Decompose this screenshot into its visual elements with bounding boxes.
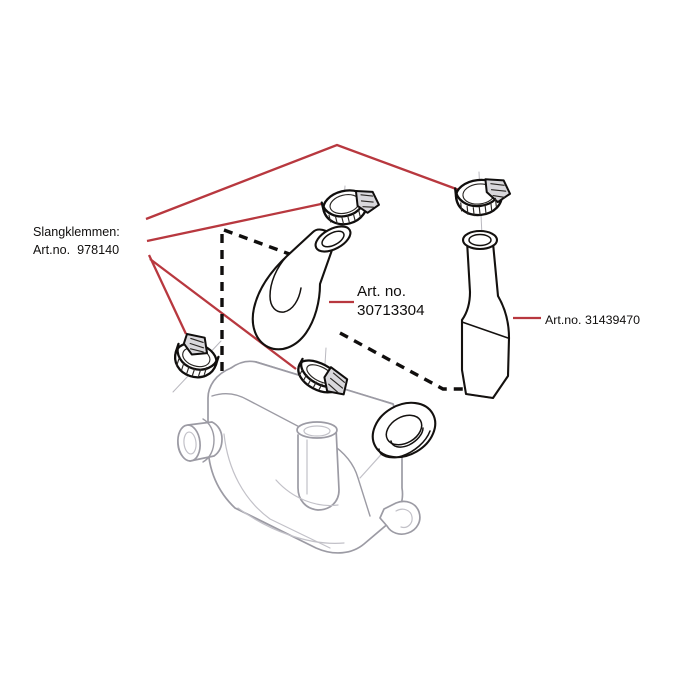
tank-filler-neck-body <box>297 427 340 511</box>
bent-hose-body <box>460 239 511 400</box>
leader-line-to-left-clamp <box>147 254 188 335</box>
seal-ring-thickness <box>378 430 431 459</box>
bent-hose-open-end-bore <box>468 233 492 247</box>
u-hose-label-line2: 30713304 <box>357 302 425 319</box>
tank-left-port-bore <box>183 431 197 455</box>
leader-line-to-right-clamp <box>145 143 460 221</box>
clamp-top-screw-slot <box>360 194 374 208</box>
tank-left-port <box>177 418 223 463</box>
clamps-label-line2: Art.no. 978140 <box>33 243 119 257</box>
tank-mounting-tab <box>379 500 421 536</box>
hose-clamp-right <box>454 178 512 217</box>
clamp-tank-serrations <box>298 369 323 390</box>
bent-hose-bottom-edge <box>465 393 494 399</box>
hose-clamp-top <box>320 189 380 226</box>
bent-hose-label: Art.no. 31439470 <box>545 313 640 327</box>
u-hose-label-line1: Art. no. <box>357 283 406 300</box>
tank-left-port-flange <box>202 418 215 463</box>
bent-hose-open-end <box>461 229 499 251</box>
seal-ring-inner <box>385 414 423 446</box>
seal-ring <box>371 401 437 459</box>
clamp-top-serrations <box>328 209 361 225</box>
clamp-left-band-wall <box>174 342 220 379</box>
bent-hose-kink <box>461 321 509 339</box>
clamp-left-screw-slot <box>189 337 205 353</box>
u-hose-inner-arc <box>269 255 302 313</box>
u-hose-open-end <box>314 225 352 253</box>
tank-baffle-hint <box>275 479 339 507</box>
clamp-left-screw-housing <box>182 333 209 356</box>
clamp-left-serrations <box>176 358 208 377</box>
seal-ring-outer <box>371 401 437 459</box>
clamp-right-serrations <box>460 197 497 217</box>
labels-group: Slangklemmen: Art.no. 978140 Art. no. 30… <box>33 225 640 327</box>
expansion-tank <box>177 360 421 554</box>
assembly-line-to-bent-hose <box>339 331 463 391</box>
clamp-tank-screw-slot <box>328 372 345 394</box>
hose-clamp-left <box>174 333 220 379</box>
leader-line-to-top-clamp <box>146 202 322 243</box>
seal-ring-inner-thickness <box>390 427 424 448</box>
leader-lines-group <box>145 143 541 370</box>
clamp-right-screw-slot <box>490 183 507 198</box>
coolant-hose-u-bend <box>251 225 352 351</box>
tank-mounting-tab-inner <box>395 508 413 529</box>
hose-clamp-tank-neck <box>297 357 349 396</box>
tank-filler-neck <box>296 421 340 511</box>
u-hose-open-end-bore <box>321 230 345 248</box>
clamps-label-line1: Slangklemmen: <box>33 225 120 239</box>
coolant-hose-bent <box>460 229 511 400</box>
tank-bottom-edge <box>237 507 345 544</box>
tank-inner-curve <box>223 433 331 549</box>
tank-filler-neck-bore <box>303 425 331 437</box>
